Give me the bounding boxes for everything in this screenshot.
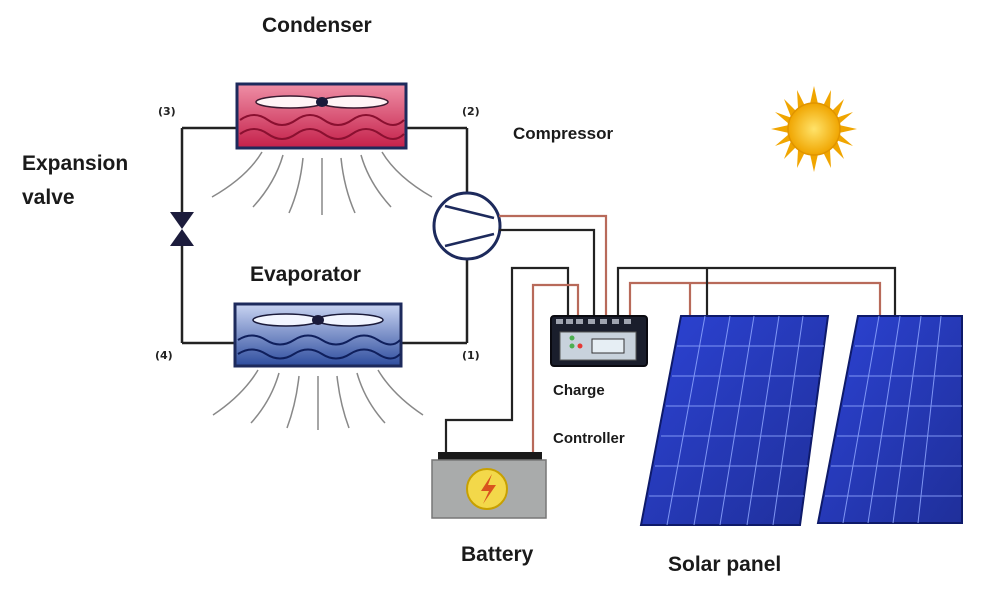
- state-point-1: (1): [462, 349, 480, 362]
- expansion-valve-label-line2: valve: [22, 186, 75, 209]
- evaporator-fan-blade-left: [252, 313, 320, 327]
- solar-panel-label: Solar panel: [668, 553, 782, 576]
- condenser-heat-lines: [211, 151, 433, 215]
- condenser-unit: [235, 82, 408, 150]
- condenser-fan-blade-right: [319, 95, 389, 109]
- evaporator-air-lines: [212, 369, 424, 430]
- battery-label: Battery: [461, 543, 534, 566]
- condenser-fan-blade-left: [255, 95, 325, 109]
- solar-panel-left: [639, 315, 830, 526]
- sun-icon: [771, 86, 857, 172]
- compressor-wires: [499, 214, 608, 316]
- controller-label: Controller: [553, 430, 625, 447]
- controller-display: [591, 338, 625, 354]
- compressor-label: Compressor: [513, 124, 614, 143]
- battery-wires: [444, 266, 580, 452]
- battery-icon: [431, 452, 547, 519]
- evaporator-unit: [233, 302, 403, 368]
- expansion-valve-icon: [170, 212, 194, 246]
- panel-wires: [616, 266, 897, 316]
- charge-label: Charge: [553, 382, 605, 399]
- state-point-4: (4): [155, 349, 173, 362]
- refrigerant-loop: [180, 126, 469, 345]
- state-point-2: (2): [462, 105, 480, 118]
- charge-controller: [550, 315, 648, 367]
- solar-panel-right: [816, 315, 963, 524]
- evaporator-label: Evaporator: [250, 263, 361, 286]
- condenser-label: Condenser: [262, 14, 372, 37]
- evaporator-fan-blade-right: [316, 313, 384, 327]
- compressor-icon: [432, 191, 502, 261]
- expansion-valve-label-line1: Expansion: [22, 152, 129, 175]
- state-point-3: (3): [158, 105, 176, 118]
